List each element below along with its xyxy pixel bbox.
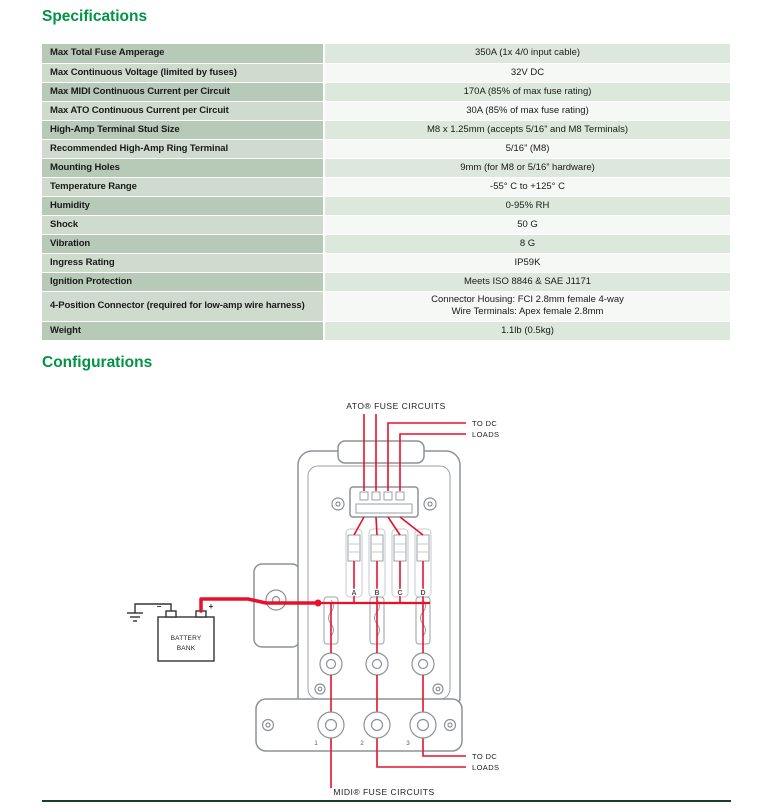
spec-label: Max ATO Continuous Current per Circuit (42, 101, 325, 121)
spec-label: Ignition Protection (42, 272, 325, 292)
battery-symbol (157, 610, 215, 662)
specifications-heading: Specifications (42, 8, 148, 25)
spec-value: 350A (1x 4/0 input cable) (324, 44, 730, 64)
configurations-heading: Configurations (42, 354, 153, 371)
spec-value: 32V DC (324, 63, 730, 83)
mounting-ear (253, 563, 301, 648)
spec-value: 30A (85% of max fuse rating) (324, 101, 730, 121)
midi-fuse-circuits-label: MIDI® FUSE CIRCUITS (333, 787, 434, 797)
spec-label: Temperature Range (42, 177, 325, 197)
table-row: Temperature Range -55° C to +125° C (42, 177, 730, 197)
spec-value: 9mm (for M8 or 5/16” hardware) (324, 158, 730, 178)
spec-value: 170A (85% of max fuse rating) (324, 82, 730, 102)
to-dc-label-top: TO DC (472, 419, 497, 428)
table-row: Mounting Holes 9mm (for M8 or 5/16” hard… (42, 158, 730, 178)
battery-plus-sign: + (209, 602, 214, 611)
table-row: Recommended High-Amp Ring Terminal 5/16”… (42, 139, 730, 159)
spec-label: Humidity (42, 196, 325, 216)
spec-label: Ingress Rating (42, 253, 325, 273)
table-row: Max Continuous Voltage (limited by fuses… (42, 63, 730, 83)
spec-value: 8 G (324, 234, 730, 254)
spec-label: Max MIDI Continuous Current per Circuit (42, 82, 325, 102)
spec-label: Shock (42, 215, 325, 235)
spec-value: 5/16” (M8) (324, 139, 730, 159)
table-row: Max MIDI Continuous Current per Circuit … (42, 82, 730, 102)
spec-label: Vibration (42, 234, 325, 254)
spec-value: 1.1lb (0.5kg) (324, 321, 730, 341)
loads-label-bottom: LOADS (472, 763, 499, 772)
spec-value: IP59K (324, 253, 730, 273)
spec-value: Meets ISO 8846 & SAE J1171 (324, 272, 730, 292)
spec-value: 0-95% RH (324, 196, 730, 216)
spec-value-line2: Wire Terminals: Apex female 2.8mm (451, 306, 604, 317)
spec-value: -55° C to +125° C (324, 177, 730, 197)
fuse-letter-c: C (397, 590, 402, 597)
spec-label: Max Continuous Voltage (limited by fuses… (42, 63, 325, 83)
footer-rule (42, 800, 731, 802)
ato-fuse-circuits-label: ATO® FUSE CIRCUITS (346, 401, 445, 411)
spec-label: Max Total Fuse Amperage (42, 44, 325, 64)
spec-value: M8 x 1.25mm (accepts 5/16” and M8 Termin… (324, 120, 730, 140)
spec-label: Mounting Holes (42, 158, 325, 178)
low-amp-connector (331, 486, 437, 518)
loads-label-top: LOADS (472, 430, 499, 439)
battery-bank-label-line1: BATTERY (171, 635, 202, 642)
table-row: Shock 50 G (42, 215, 730, 235)
specifications-table: Max Total Fuse Amperage 350A (1x 4/0 inp… (42, 44, 730, 341)
table-row: Ingress Rating IP59K (42, 253, 730, 273)
table-row: Weight 1.1lb (0.5kg) (42, 321, 730, 341)
midi-studs (314, 652, 444, 695)
flange-terminals (261, 711, 457, 739)
terminal-number-3: 3 (406, 741, 410, 747)
table-row: Humidity 0-95% RH (42, 196, 730, 216)
configuration-diagram: ATO® FUSE CIRCUITS TO DC LOADS A B C D −… (88, 392, 688, 798)
spec-value: 50 G (324, 215, 730, 235)
spec-value: Connector Housing: FCI 2.8mm female 4-wa… (324, 291, 730, 322)
ground-icon (127, 603, 172, 622)
spec-label: Recommended High-Amp Ring Terminal (42, 139, 325, 159)
terminal-number-2: 2 (360, 741, 364, 747)
fuse-letter-d: D (420, 590, 425, 597)
spec-label: Weight (42, 321, 325, 341)
battery-minus-sign: − (157, 602, 162, 611)
fuse-letter-b: B (374, 590, 379, 597)
table-row: 4-Position Connector (required for low-a… (42, 291, 730, 322)
battery-bank-label-line2: BANK (177, 645, 196, 652)
table-row: Max ATO Continuous Current per Circuit 3… (42, 101, 730, 121)
bottom-flange (255, 698, 463, 752)
spec-label: High-Amp Terminal Stud Size (42, 120, 325, 140)
spec-label: 4-Position Connector (required for low-a… (42, 291, 325, 322)
table-row: Max Total Fuse Amperage 350A (1x 4/0 inp… (42, 44, 730, 64)
fuse-block-body (297, 440, 461, 712)
to-dc-label-bottom: TO DC (472, 752, 497, 761)
table-row: High-Amp Terminal Stud Size M8 x 1.25mm … (42, 120, 730, 140)
table-row: Ignition Protection Meets ISO 8846 & SAE… (42, 272, 730, 292)
terminal-number-1: 1 (314, 741, 318, 747)
ato-circuit-wires (353, 414, 466, 603)
fuse-letter-a: A (351, 590, 356, 597)
battery-cable (199, 597, 430, 613)
spec-value-line1: Connector Housing: FCI 2.8mm female 4-wa… (431, 294, 624, 305)
table-row: Vibration 8 G (42, 234, 730, 254)
